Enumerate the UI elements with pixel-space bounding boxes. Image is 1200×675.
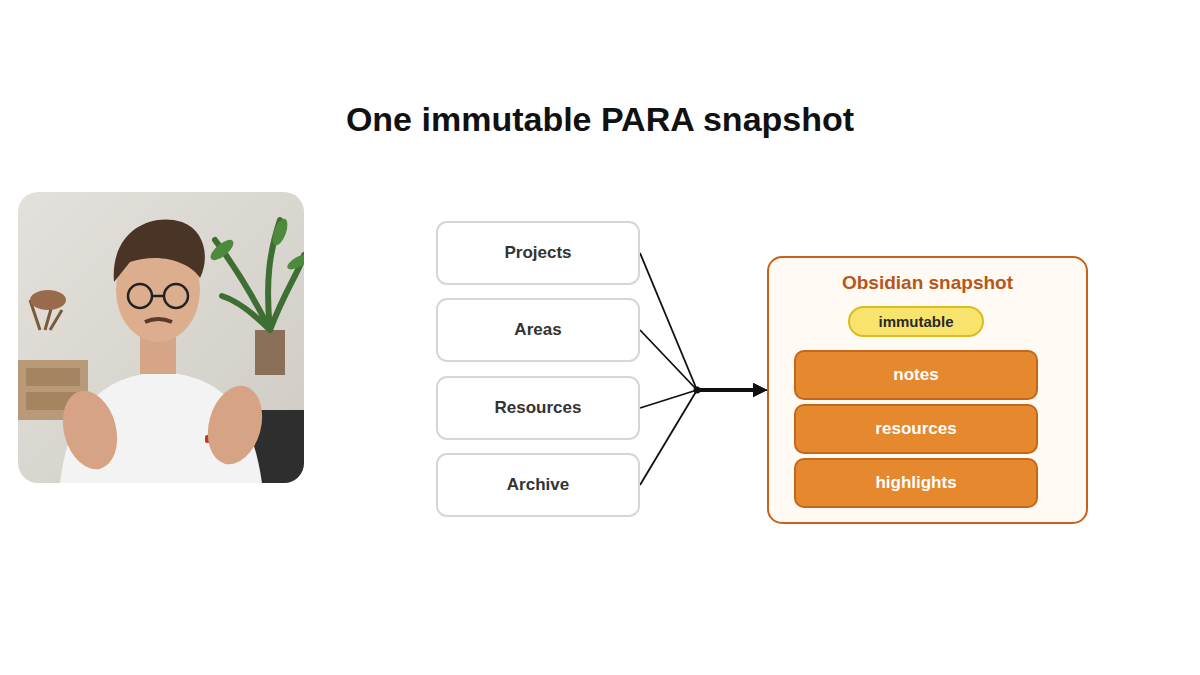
trunk-line <box>697 388 757 392</box>
content-box: resources <box>794 404 1038 454</box>
snapshot-container: Obsidian snapshot immutable notes resources… <box>767 256 1088 524</box>
merge-connector <box>640 390 767 408</box>
content-box: notes <box>794 350 1038 400</box>
junction-dot <box>694 387 701 394</box>
content-box: highlights <box>794 458 1038 508</box>
node-label: Archive <box>507 475 569 495</box>
diagram-title: One immutable PARA snapshot <box>0 100 1200 139</box>
para-box: Resources <box>436 376 640 440</box>
node-label: immutable <box>878 313 953 330</box>
node-label: Projects <box>504 243 571 263</box>
para-box: Projects <box>436 221 640 285</box>
node-label: Areas <box>514 320 561 340</box>
node-label: notes <box>893 365 938 385</box>
node-label: Obsidian snapshot <box>769 272 1086 294</box>
merge-connector <box>640 330 767 390</box>
merge-connector <box>640 253 767 390</box>
para-box: Archive <box>436 453 640 517</box>
node-label: resources <box>875 419 956 439</box>
status-pill: immutable <box>848 306 984 337</box>
merge-connector <box>640 390 767 485</box>
para-box: Areas <box>436 298 640 362</box>
node-label: Resources <box>495 398 582 418</box>
photo-scene <box>18 192 304 483</box>
node-label: highlights <box>875 473 956 493</box>
